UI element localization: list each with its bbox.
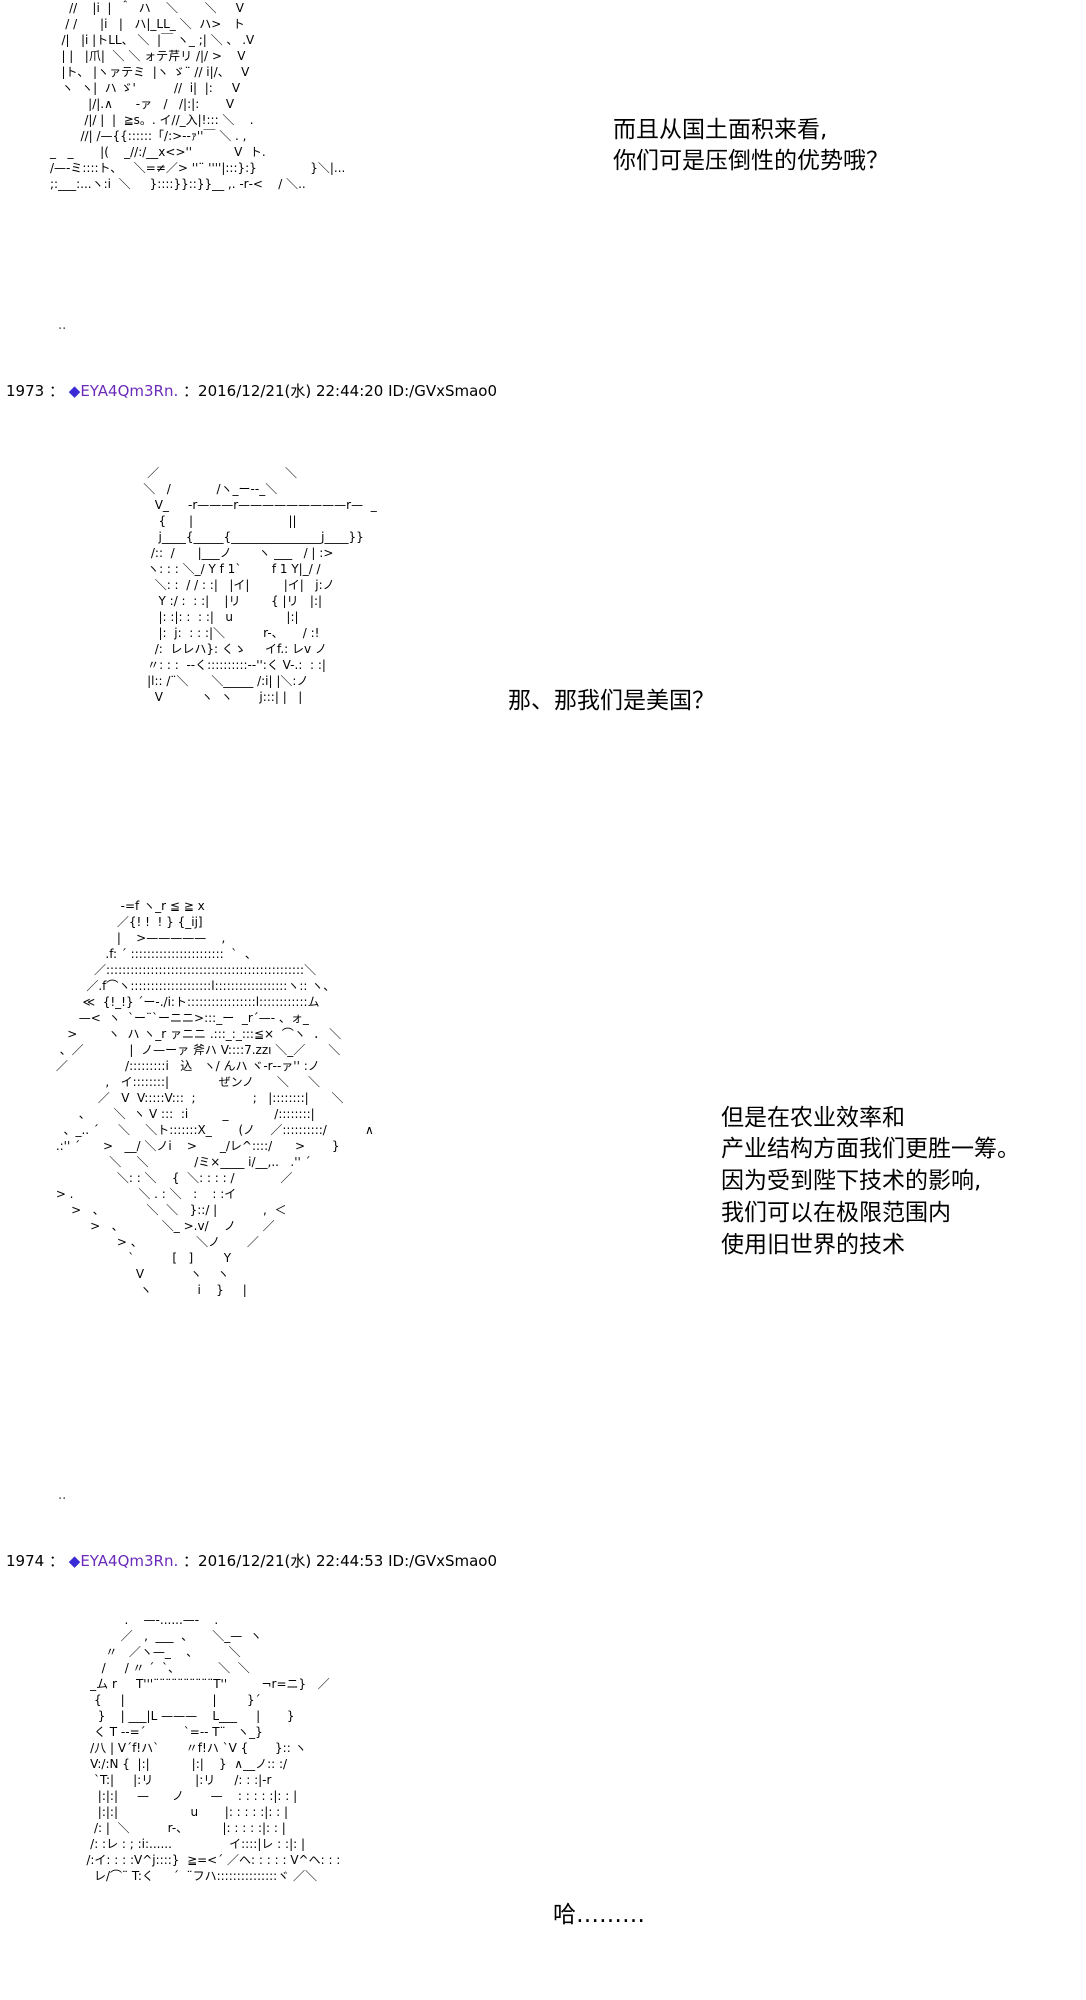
speech-text-1-line-1: 而且从国土面积来看, — [613, 117, 828, 143]
speech-text-3-line-3: 因为受到陛下技术的影响, — [721, 1168, 982, 1194]
ascii-art-block-4: . —-......—- . ／ , ___ 、 ＼_— ヽ 〃 ／ヽ—_ 、 … — [86, 1613, 341, 1883]
trip-diamond-icon: ◆ — [68, 1552, 81, 1570]
ascii-art-block-2: ／ ＼ ＼ / /ヽ_ー‐‐_＼ V_ -r———r—————————r— _ … — [143, 466, 377, 704]
speech-text-4: 哈……… — [553, 1902, 645, 1928]
speech-text-2: 那、那我们是美国？ — [508, 688, 715, 714]
poster-trip-link[interactable]: EYA4Qm3Rn. — [80, 1552, 179, 1570]
post-header-1974: 1974 ： ◆EYA4Qm3Rn. ：2016/12/21(水) 22:44:… — [6, 1551, 497, 1571]
post-number: 1973 — [6, 382, 45, 400]
post-meta: ：2016/12/21(水) 22:44:20 ID:/GVxSmao0 — [183, 382, 497, 400]
poster-trip-link[interactable]: EYA4Qm3Rn. — [80, 382, 179, 400]
post-separator: ： — [48, 1552, 64, 1570]
speech-text-3-line-2: 产业结构方面我们更胜一筹。 — [721, 1136, 1020, 1162]
speech-text-3-line-5: 使用旧世界的技术 — [721, 1232, 905, 1258]
ascii-art-block-3: -=f ヽ_r ≦ ≧ x ／{! ! ! } {_ij] | >————— ,… — [55, 899, 374, 1297]
separator-dots-1: .. — [58, 318, 67, 333]
post-header-1973: 1973 ： ◆EYA4Qm3Rn. ：2016/12/21(水) 22:44:… — [6, 381, 497, 401]
separator-dots-2: .. — [58, 1488, 67, 1503]
speech-text-3-line-4: 我们可以在极限范围内 — [721, 1200, 951, 1226]
post-number: 1974 — [6, 1552, 45, 1570]
speech-text-1-line-2: 你们可是压倒性的优势哦？ — [613, 148, 889, 174]
post-meta: ：2016/12/21(水) 22:44:53 ID:/GVxSmao0 — [183, 1552, 497, 1570]
trip-diamond-icon: ◆ — [68, 382, 81, 400]
ascii-art-block-1: // |i | ＾ ハ ＼ ＼ V / / |i | ハ|_LL_ ＼ ハ> ト… — [50, 1, 346, 191]
speech-text-3-line-1: 但是在农业效率和 — [721, 1105, 905, 1131]
post-separator: ： — [48, 382, 64, 400]
